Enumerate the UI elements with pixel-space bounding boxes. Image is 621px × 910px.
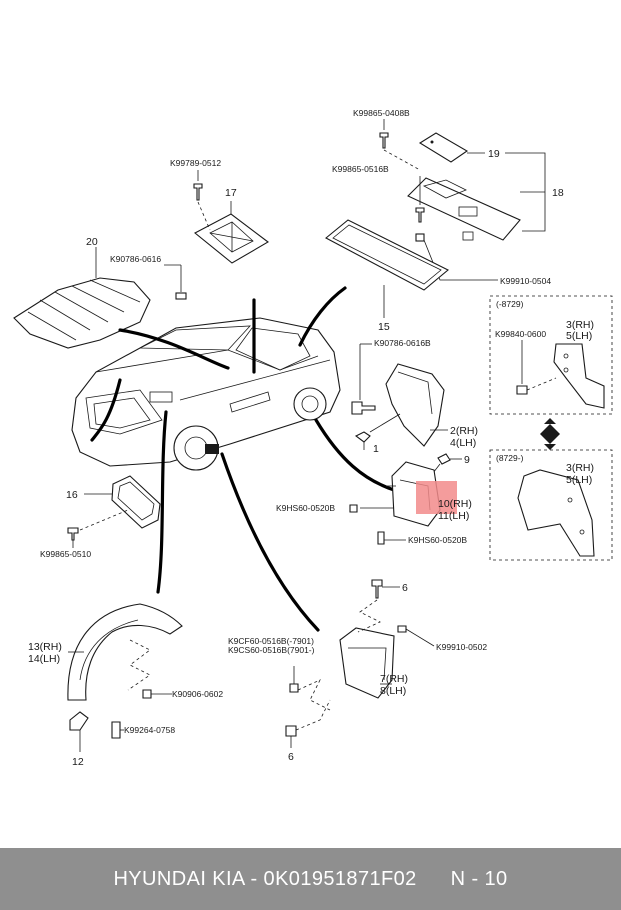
part-20-mat	[13, 277, 151, 349]
label-k9hs60-0520b-left: K9HS60-0520B	[276, 503, 335, 513]
label-k99840-0600: K99840-0600	[495, 329, 546, 339]
part-7-8-mud-flap	[339, 627, 395, 699]
callout-7: 7(RH)	[380, 673, 408, 685]
callout-2: 2(RH)	[450, 425, 478, 437]
callout-14: 14(LH)	[28, 653, 60, 665]
part-2-4-bracket	[385, 363, 445, 447]
parts-diagram: K99865-0408B K99789-0512 K99865-0516B K9…	[13, 108, 613, 768]
label-k9hs60-0520b-right: K9HS60-0520B	[408, 535, 467, 545]
callout-3-lower: 3(RH)	[566, 462, 594, 474]
part-13-14-liner	[67, 603, 183, 701]
highlight-box	[416, 481, 457, 514]
part-3-5-bracket-lower	[517, 469, 595, 557]
label-k99910-0504: K99910-0504	[500, 276, 551, 286]
callout-6-bottom: 6	[288, 751, 294, 763]
callout-12: 12	[72, 756, 84, 768]
callout-1: 1	[373, 443, 379, 455]
part-15-frame	[325, 219, 449, 291]
label-k99789-0512: K99789-0512	[170, 158, 221, 168]
callout-6-top: 6	[402, 582, 408, 594]
diamond-arrow	[540, 418, 560, 450]
part-19-cover	[418, 132, 469, 163]
callout-20: 20	[86, 236, 98, 248]
part-17-plate	[194, 213, 269, 264]
label-k90906-0602: K90906-0602	[172, 689, 223, 699]
callout-9: 9	[464, 454, 470, 466]
callout-15: 15	[378, 321, 390, 333]
label-k99264-0758: K99264-0758	[124, 725, 175, 735]
callout-5-upper: 5(LH)	[566, 330, 592, 342]
callout-11: 11(LH)	[438, 510, 469, 522]
part-3-5-bracket-upper	[553, 343, 605, 409]
label-note-8729-upper: (-8729)	[496, 299, 524, 309]
part-16-cover	[111, 475, 161, 529]
callout-8: 8(LH)	[380, 685, 406, 697]
part-18-panel	[407, 177, 521, 241]
footer-bar: HYUNDAI KIA - 0K01951871F02 N - 10	[0, 848, 621, 910]
label-k99865-0408b: K99865-0408B	[353, 108, 410, 118]
callout-10: 10(RH)	[438, 498, 472, 510]
callout-19: 19	[488, 148, 500, 160]
label-k99910-0502: K99910-0502	[436, 642, 487, 652]
callout-13: 13(RH)	[28, 641, 62, 653]
callout-18: 18	[552, 187, 564, 199]
label-k99865-0510: K99865-0510	[40, 549, 91, 559]
callout-4: 4(LH)	[450, 437, 476, 449]
callout-3-upper: 3(RH)	[566, 319, 594, 331]
label-k9cf60-0516b: K9CF60-0516B(-7901)	[228, 636, 314, 646]
label-k90786-0616: K90786-0616	[110, 254, 161, 264]
footer-page-ref: N - 10	[450, 867, 508, 890]
vehicle-body	[71, 317, 341, 471]
label-k9cs60-0516b: K9CS60-0516B(7901-)	[228, 645, 315, 655]
callout-17: 17	[225, 187, 237, 199]
label-note-8729-lower: (8729-)	[496, 453, 524, 463]
callout-16: 16	[66, 489, 78, 501]
callout-5-lower: 5(LH)	[566, 474, 592, 486]
footer-part-number: HYUNDAI KIA - 0K01951871F02	[113, 867, 417, 890]
label-k99865-0516b: K99865-0516B	[332, 164, 389, 174]
label-k90786-0616b: K90786-0616B	[374, 338, 431, 348]
